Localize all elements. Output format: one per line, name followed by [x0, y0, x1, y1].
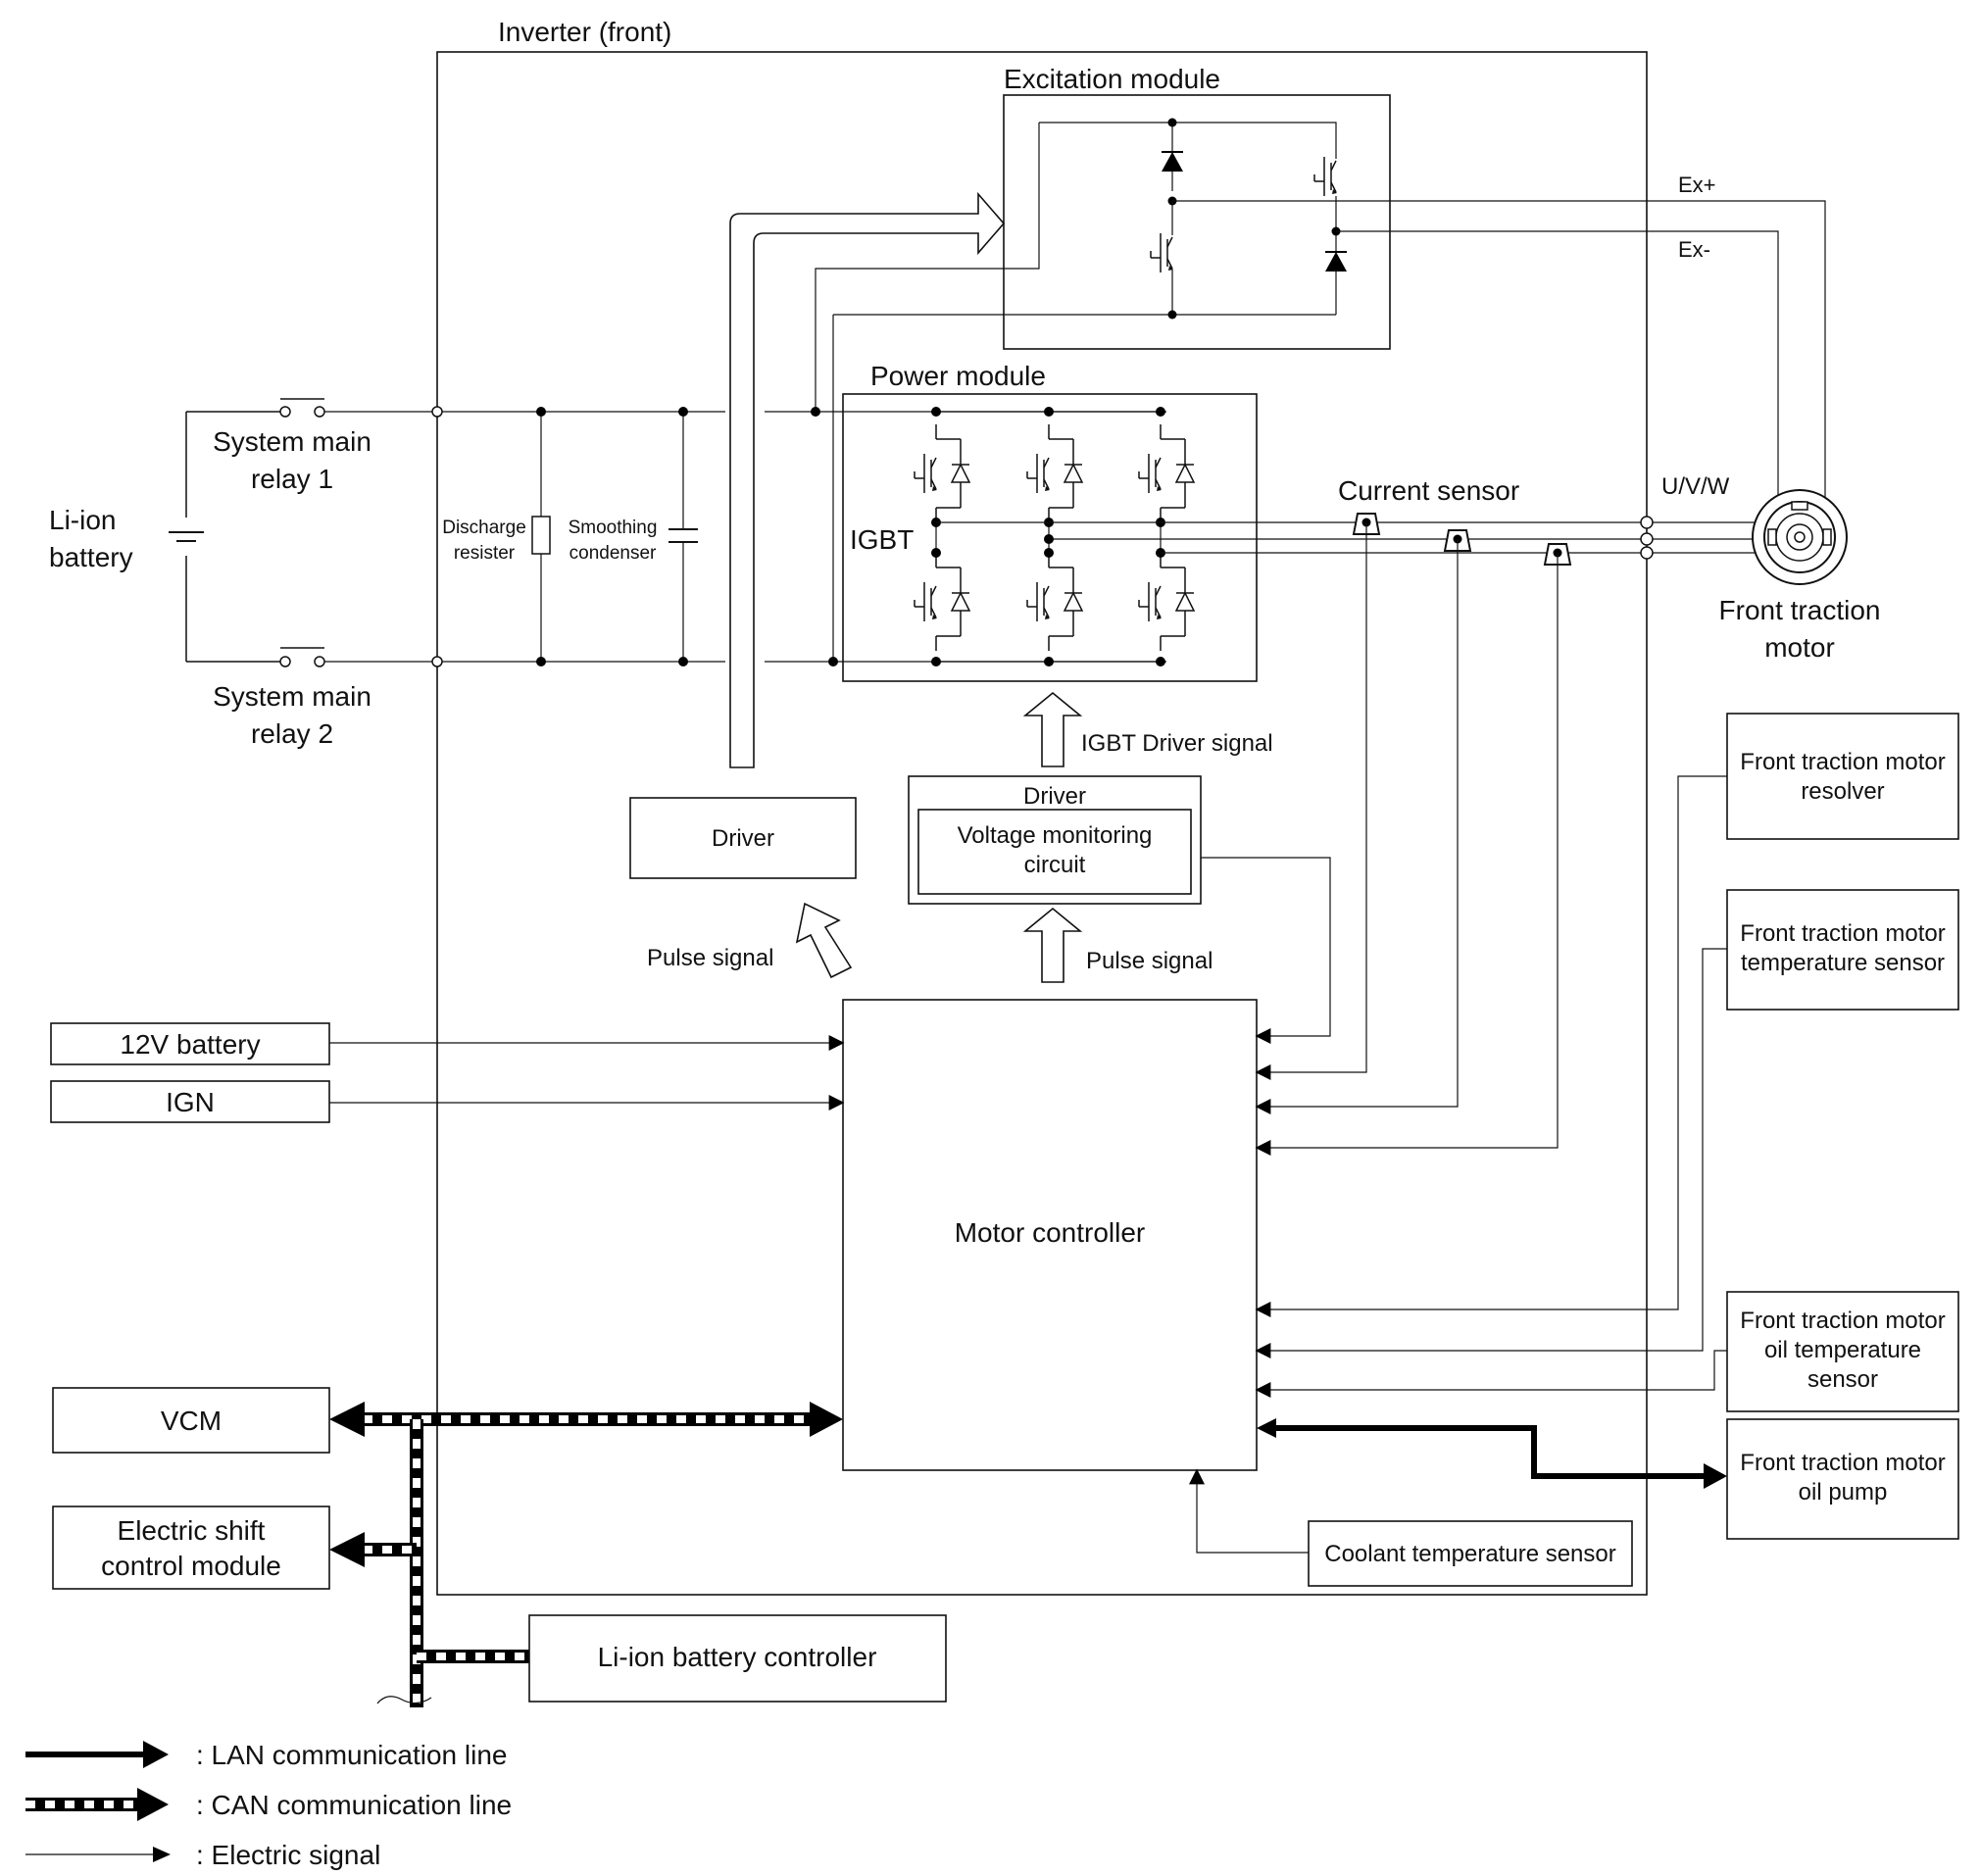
igbt-driver-signal-label: IGBT Driver signal [1081, 730, 1273, 757]
esc-line2: control module [101, 1551, 281, 1581]
uvw-label: U/V/W [1661, 473, 1730, 500]
legend-elec-label: : Electric signal [196, 1840, 380, 1870]
smoothing-label-line2: condenser [569, 543, 657, 564]
legend-lan-label: : LAN communication line [196, 1740, 507, 1770]
coolant-label: Coolant temperature sensor [1324, 1541, 1616, 1567]
oil-pump-line1: Front traction motor [1740, 1450, 1945, 1476]
battery12v-label: 12V battery [120, 1029, 260, 1060]
oil-temp-line3: sensor [1807, 1366, 1878, 1393]
li-ion-battery-controller-box: Li-ion battery controller [528, 1614, 947, 1703]
legend-electric: : Electric signal [25, 1840, 380, 1870]
battery-label-line2: battery [49, 542, 133, 572]
temperature-sensor-box: Front traction motor temperature sensor [1726, 889, 1959, 1011]
right-driver-title: Driver [1023, 783, 1086, 810]
current-sensor-label: Current sensor [1338, 475, 1519, 506]
left-driver: Driver [629, 797, 857, 879]
relay-2-label-line2: relay 2 [251, 718, 333, 749]
relay-2-contacts [279, 647, 325, 667]
left-driver-label: Driver [712, 825, 774, 852]
phase-outputs: Current sensor U/V/W [936, 473, 1764, 566]
pulse-signal-arrow-right: Pulse signal [1022, 907, 1213, 983]
oil-pump-box: Front traction motor oil pump [1726, 1418, 1959, 1540]
can-bus [329, 1402, 843, 1707]
ign-label: IGN [166, 1087, 215, 1117]
igbt-driver-signal-arrow: IGBT Driver signal [1022, 691, 1273, 767]
legend: : LAN communication line : CAN communica… [25, 1740, 512, 1870]
motor-controller: Motor controller [842, 999, 1258, 1471]
libc-label: Li-ion battery controller [598, 1642, 877, 1672]
inverter-frame: Inverter (front) [436, 17, 1648, 1596]
ex-minus-label: Ex- [1678, 237, 1710, 262]
esc-line1: Electric shift [118, 1515, 266, 1546]
pulse-signal-arrow-left: Pulse signal [647, 902, 853, 979]
discharge-label-line1: Discharge [442, 518, 526, 538]
igbt-label: IGBT [850, 524, 914, 555]
excitation-module-title: Excitation module [1004, 64, 1220, 94]
voltage-monitoring-line2: circuit [1024, 852, 1086, 878]
legend-can: : CAN communication line [25, 1788, 512, 1821]
front-motor-label-line1: Front traction [1719, 595, 1881, 625]
input-ign: IGN [50, 1080, 845, 1123]
oil-temp-line1: Front traction motor [1740, 1308, 1945, 1334]
smoothing-condenser [668, 407, 698, 666]
lan-oil-pump-line [1257, 1418, 1727, 1489]
temperature-line1: Front traction motor [1740, 920, 1945, 947]
power-module: Power module IGBT [811, 361, 1258, 682]
relay-1-label-line1: System main [213, 426, 371, 457]
resolver-line2: resolver [1801, 778, 1884, 805]
temperature-line2: temperature sensor [1741, 950, 1945, 976]
vcm-label: VCM [161, 1406, 222, 1436]
front-motor-label-line2: motor [1764, 632, 1835, 663]
discharge-label-line2: resister [454, 543, 516, 564]
excitation-driver-arrow [729, 191, 1006, 768]
inverter-title: Inverter (front) [498, 17, 671, 47]
coolant-sensor-box: Coolant temperature sensor [1308, 1520, 1633, 1587]
legend-lan: : LAN communication line [25, 1740, 507, 1770]
pulse-signal-right-label: Pulse signal [1086, 948, 1213, 974]
resolver-line1: Front traction motor [1740, 749, 1945, 775]
battery-label-line1: Li-ion [49, 505, 116, 535]
controller-signal-wires [1189, 522, 1727, 1554]
ex-plus-label: Ex+ [1678, 173, 1716, 197]
oil-temperature-sensor-box: Front traction motor oil temperature sen… [1726, 1291, 1959, 1412]
front-traction-motor: Front traction motor [1719, 489, 1881, 663]
oil-pump-line2: oil pump [1799, 1479, 1888, 1506]
right-driver: Driver Voltage monitoring circuit [908, 775, 1202, 905]
battery-circuit: Li-ion battery System main relay 1 Syste… [49, 398, 371, 749]
relay-1-label-line2: relay 1 [251, 464, 333, 494]
excitation-module: Excitation module Ex+ Ex- [815, 64, 1826, 662]
vcm-box: VCM [52, 1387, 330, 1454]
legend-can-label: : CAN communication line [196, 1790, 512, 1820]
electric-shift-control-module-box: Electric shift control module [52, 1506, 330, 1590]
resolver-box: Front traction motor resolver [1726, 713, 1959, 840]
relay-1-contacts [279, 398, 325, 418]
motor-controller-label: Motor controller [955, 1217, 1146, 1248]
discharge-resister [531, 407, 551, 666]
power-module-title: Power module [870, 361, 1046, 391]
voltage-monitoring-line1: Voltage monitoring [958, 822, 1153, 849]
input-12v-battery: 12V battery [50, 1022, 845, 1065]
smoothing-label-line1: Smoothing [569, 518, 658, 538]
relay-2-label-line1: System main [213, 681, 371, 712]
oil-temp-line2: oil temperature [1764, 1337, 1921, 1363]
pulse-signal-left-label: Pulse signal [647, 945, 773, 971]
